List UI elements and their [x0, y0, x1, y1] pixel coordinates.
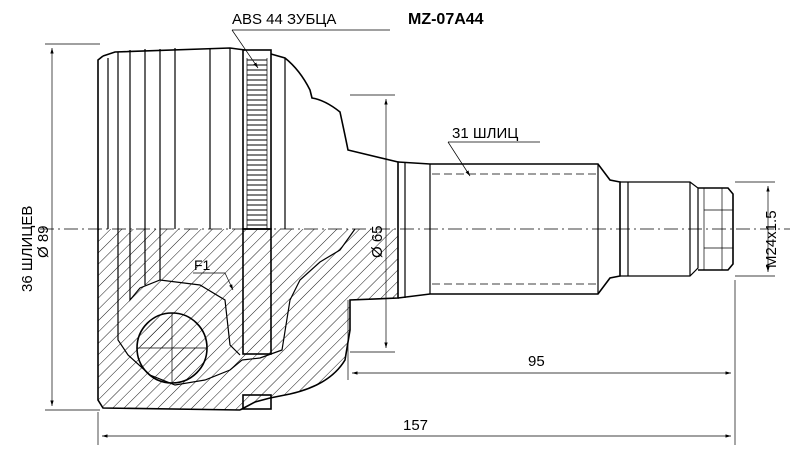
- dimensions: [45, 29, 775, 445]
- inner-splines-label: 36 ШЛИЦЕВ: [19, 206, 36, 292]
- housing-outline: [97, 47, 399, 230]
- thread-label: M24x1.5: [763, 210, 780, 268]
- shaft: [397, 161, 734, 299]
- total-length-label: 157: [403, 417, 428, 434]
- part-number: MZ-07A44: [408, 11, 484, 28]
- neck-diameter-label: Ø 65: [369, 225, 386, 258]
- outer-splines-label: 31 ШЛИЦ: [452, 125, 518, 142]
- outer-diameter-label: Ø 89: [35, 225, 52, 258]
- feature-f1-label: F1: [194, 257, 211, 273]
- shaft-length-label: 95: [528, 353, 545, 370]
- abs-teeth: [247, 59, 267, 226]
- housing-section: [97, 228, 399, 411]
- abs-teeth-label: ABS 44 ЗУБЦА: [232, 11, 336, 28]
